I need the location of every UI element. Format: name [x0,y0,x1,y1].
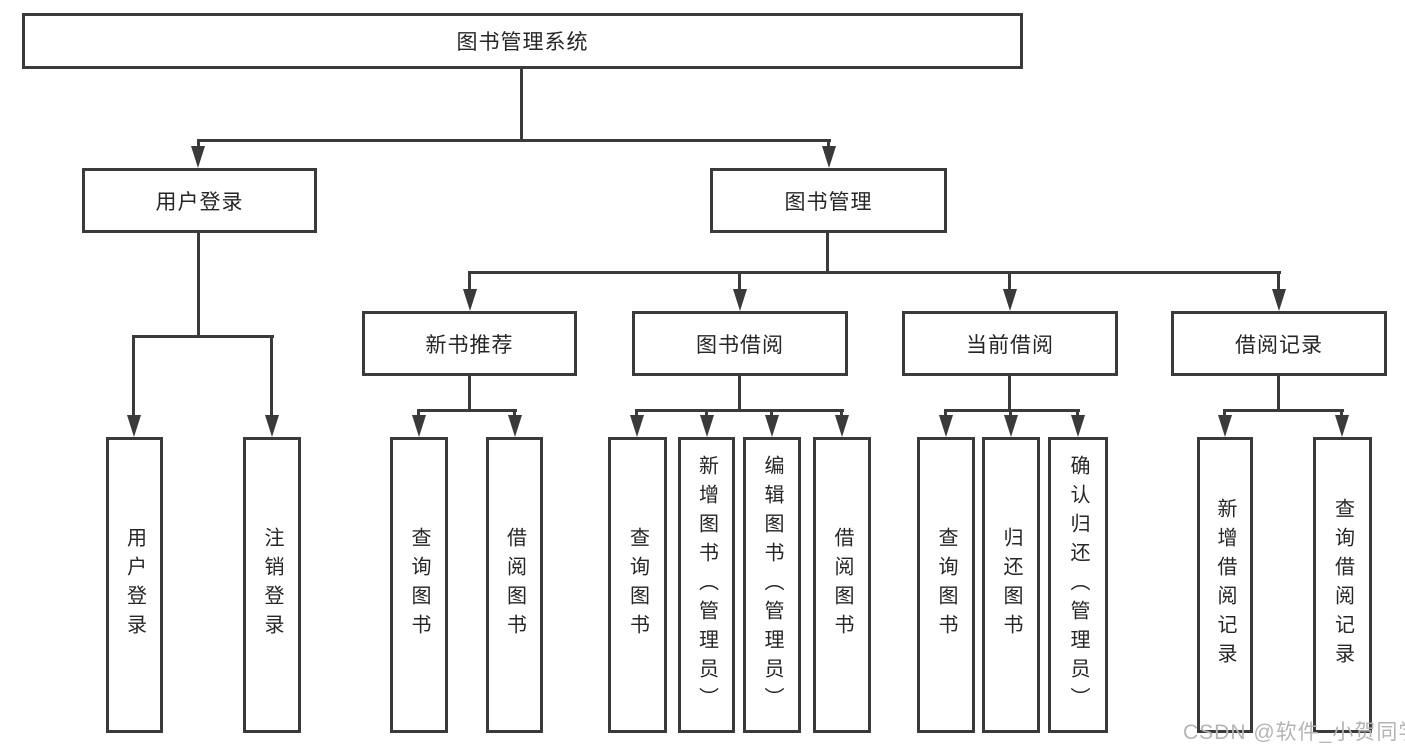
arrow-down-icon [127,415,141,437]
connector-line [468,376,471,412]
connector-line [1076,409,1079,419]
node-leaf-edit-books-admin: 编辑图书（管理员） [743,437,801,733]
node-label: 查询图书 [626,527,649,643]
connector-line [417,409,420,419]
connector-line [705,409,708,419]
node-leaf-query-books-recommend: 查询图书 [390,437,448,733]
arrow-down-icon [412,415,426,437]
node-leaf-return-books: 归还图书 [982,437,1040,733]
connector-line [1009,409,1012,419]
connector-line [513,409,516,419]
arrow-down-icon [1071,415,1085,437]
node-leaf-borrow-books: 借阅图书 [813,437,871,733]
arrow-down-icon [1003,289,1017,311]
node-label: 新书推荐 [425,333,514,357]
node-label: 确认归还（管理员） [1067,454,1089,716]
connector-line [1277,271,1280,293]
arrow-down-icon [835,415,849,437]
arrow-down-icon [733,289,747,311]
connector-line [635,409,844,412]
connector-line [944,409,947,419]
connector-line [132,335,274,338]
node-leaf-logout: 注销登录 [243,437,301,733]
connector-line [132,335,135,417]
connector-line [417,409,517,412]
arrow-down-icon [1218,415,1232,437]
arrow-down-icon [265,415,279,437]
arrow-down-icon [508,415,522,437]
node-label: 查询图书 [935,527,957,643]
connector-line [1340,409,1343,419]
node-label: 编辑图书（管理员） [761,454,783,716]
connector-line [826,233,829,274]
node-label: 借阅图书 [503,527,526,643]
node-leaf-borrow-books-recommend: 借阅图书 [486,437,543,733]
connector-line [520,69,523,142]
node-book-management: 图书管理 [710,168,947,233]
node-label: 借阅图书 [831,527,853,643]
node-leaf-add-borrow-record: 新增借阅记录 [1197,437,1253,733]
arrow-down-icon [822,146,836,168]
connector-line [827,139,830,150]
node-label: 新增图书（管理员） [695,454,718,716]
arrow-down-icon [630,415,644,437]
connector-line [1277,376,1280,412]
node-borrow-records: 借阅记录 [1171,311,1387,376]
arrow-down-icon [1335,415,1349,437]
node-label: 注销登录 [261,527,283,643]
connector-line [197,233,200,337]
node-label: 查询图书 [408,527,430,643]
arrow-down-icon [1272,289,1286,311]
node-user-login-group: 用户登录 [82,168,317,233]
arrow-down-icon [1004,415,1018,437]
connector-line [738,271,741,293]
node-label: 用户登录 [155,190,244,214]
node-system-root: 图书管理系统 [22,13,1023,69]
arrow-down-icon [463,289,477,311]
connector-line [1223,409,1344,412]
node-label: 图书管理系统 [456,31,589,54]
node-label: 新增借阅记录 [1214,498,1236,672]
node-leaf-query-books-current: 查询图书 [917,437,975,733]
connector-line [635,409,638,419]
node-label: 图书借阅 [696,333,784,357]
connector-line [468,271,1281,274]
node-label: 借阅记录 [1235,333,1323,357]
csdn-watermark: CSDN @软件_小贺同学 [1183,721,1405,744]
node-leaf-query-books-borrow: 查询图书 [608,437,667,733]
node-new-book-recommend: 新书推荐 [362,311,577,376]
arrow-down-icon [700,415,714,437]
arrow-down-icon [765,415,779,437]
connector-line [770,409,773,419]
node-current-borrow: 当前借阅 [902,311,1118,376]
node-label: 用户登录 [123,527,146,643]
node-label: 图书管理 [784,190,873,214]
arrow-down-icon [191,146,205,168]
node-label: 查询借阅记录 [1331,498,1354,672]
node-leaf-query-borrow-record: 查询借阅记录 [1313,437,1372,733]
connector-line [468,271,471,293]
connector-line [738,376,741,412]
node-leaf-user-login: 用户登录 [106,437,163,733]
connector-line [840,409,843,419]
arrow-down-icon [939,415,953,437]
connector-line [1008,376,1011,412]
node-book-borrow: 图书借阅 [632,311,848,376]
connector-line [197,139,200,150]
connector-line [270,335,273,417]
node-leaf-add-books-admin: 新增图书（管理员） [678,437,735,733]
connector-line [944,409,1080,412]
node-label: 归还图书 [1000,527,1022,643]
node-label: 当前借阅 [966,333,1054,357]
connector-line [1223,409,1226,419]
node-leaf-confirm-return-admin: 确认归还（管理员） [1048,437,1108,733]
connector-line [1008,271,1011,293]
connector-line [197,139,831,142]
